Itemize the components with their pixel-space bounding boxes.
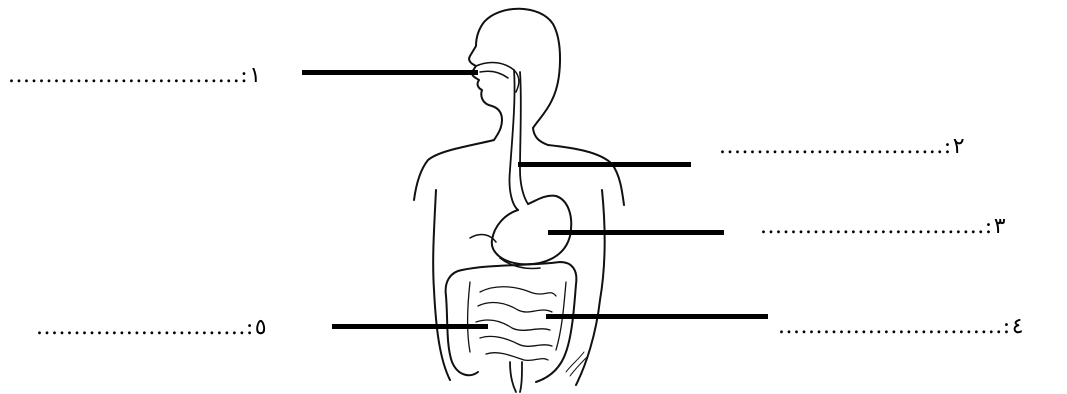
mouth-cavity (476, 63, 519, 92)
label-2[interactable]: ..............................:٢ (719, 134, 965, 160)
large-intestine (446, 262, 577, 382)
label-2-sep: : (944, 134, 952, 159)
small-intestine (476, 287, 556, 361)
label-1-number: ١ (249, 63, 261, 89)
label-5[interactable]: ............................:٥ (36, 315, 267, 341)
leader-line-3 (548, 230, 724, 235)
label-3-blank: .............................. (760, 214, 985, 239)
label-5-number: ٥ (255, 315, 267, 341)
label-4-sep: : (1003, 314, 1011, 339)
label-2-number: ٢ (953, 134, 965, 160)
label-4[interactable]: ..............................:٤ (778, 314, 1024, 340)
leader-line-4 (546, 314, 768, 319)
label-2-blank: .............................. (719, 134, 944, 159)
label-1[interactable]: ...............................:١ (8, 63, 261, 89)
rectum (510, 362, 522, 392)
leader-line-1 (302, 70, 478, 75)
label-5-sep: : (246, 315, 254, 340)
label-5-blank: ............................ (36, 315, 246, 340)
torso-outline (414, 140, 624, 385)
label-1-blank: ............................... (8, 63, 240, 88)
label-4-number: ٤ (1012, 314, 1024, 340)
label-3-number: ٣ (994, 214, 1006, 240)
label-1-sep: : (240, 63, 248, 88)
leader-line-2 (518, 162, 691, 167)
esophagus (509, 70, 528, 210)
leader-line-5 (332, 324, 488, 329)
label-4-blank: .............................. (778, 314, 1003, 339)
label-3-sep: : (985, 214, 993, 239)
label-3[interactable]: ..............................:٣ (760, 214, 1006, 240)
